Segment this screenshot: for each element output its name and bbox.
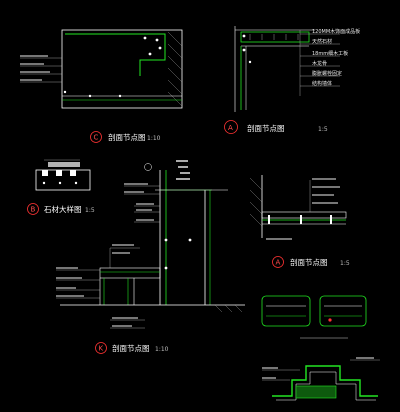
note-2: 天然石材 (312, 38, 332, 45)
wall-outline (61, 29, 183, 109)
marker-k (95, 342, 107, 354)
wall-hatch (167, 31, 183, 107)
detail-a-mid-title: 剖面节点图 (290, 257, 328, 267)
detail-b-title: 石材大样图 (44, 204, 82, 214)
node-dots (63, 36, 162, 98)
detail-a-top-drawing: 120MM木饰面成品板 天然石材 18mm细木工板 木龙骨 膨胀螺栓固定 结构墙… (224, 26, 360, 134)
stone-block (35, 169, 91, 191)
marker-k-letter: K (99, 345, 104, 353)
stone-layer (240, 31, 310, 43)
note-1: 120MM木饰面成品板 (312, 28, 360, 35)
detail-c-scale: 1:10 (147, 135, 161, 142)
detail-k-title: 剖面节点图 (112, 343, 150, 353)
detail-a-mid-drawing: A 剖面节点图 1:5 (249, 175, 350, 268)
note-6: 结构墙体 (312, 80, 332, 87)
detail-c-section-drawing: C 剖面节点图 1:10 (20, 29, 183, 143)
marker-a-top (224, 120, 238, 134)
marker-c-letter: C (94, 134, 99, 142)
detail-a-top-scale: 1:5 (318, 126, 328, 133)
detail-k-scale: 1:10 (155, 346, 169, 353)
detail-k-section-drawing: K 剖面节点图 1:10 (56, 160, 245, 354)
marker-b-letter: B (31, 206, 36, 214)
profile-left (261, 295, 311, 327)
marker-b (27, 203, 39, 215)
leader-lines (20, 57, 62, 83)
detail-c-title: 剖面节点图 (108, 132, 146, 142)
green-profile-details (261, 295, 380, 401)
marker-a-mid-letter: A (276, 259, 281, 267)
marker-c (90, 131, 102, 143)
note-4: 木龙骨 (312, 60, 327, 67)
note-3: 18mm细木工板 (312, 50, 348, 57)
profile-right (319, 295, 367, 327)
marker-a-mid (272, 256, 284, 268)
detail-b-stone-drawing: B 石材大样图 1:5 (27, 159, 95, 215)
detail-b-scale: 1:5 (85, 207, 95, 214)
marker-a-top-letter: A (228, 124, 233, 132)
leader-text (20, 55, 50, 81)
finish-line (65, 33, 166, 76)
note-5: 膨胀螺栓固定 (312, 70, 342, 77)
detail-a-mid-scale: 1:5 (340, 260, 350, 267)
board-pattern (249, 34, 299, 40)
profile-bottom (272, 365, 378, 397)
detail-a-top-title: 剖面节点图 (247, 123, 285, 133)
